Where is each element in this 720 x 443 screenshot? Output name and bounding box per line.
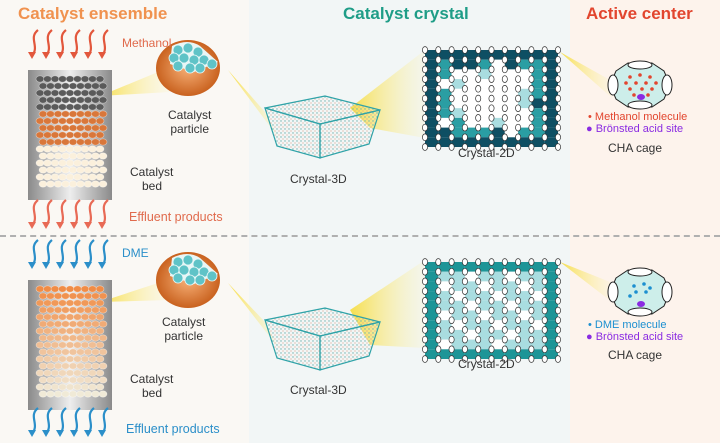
methanol-feed-arrow-head bbox=[84, 52, 92, 59]
catalyst-particle-crystals-2 bbox=[168, 254, 218, 286]
effluent-1-arrow-head bbox=[56, 222, 64, 229]
crystal-2d-label-1: Crystal-2D bbox=[458, 146, 515, 160]
zoom-beam-particle-to-cube-2 bbox=[228, 283, 280, 350]
effluent-2-arrow-head bbox=[28, 430, 36, 437]
effluent-1-arrow-head bbox=[84, 222, 92, 229]
effluent-products-label-2: Effluent products bbox=[126, 422, 220, 436]
effluent-2-arrow-head bbox=[84, 430, 92, 437]
crystal-2d-label-2: Crystal-2D bbox=[458, 357, 515, 371]
methanol-feed-arrow-head bbox=[28, 52, 36, 59]
methanol-feed-label: Methanol bbox=[122, 36, 172, 50]
methanol-feed-arrow-head bbox=[70, 52, 78, 59]
effluent-1-arrow-head bbox=[98, 222, 106, 229]
dme-feed-arrow-head bbox=[70, 262, 78, 269]
dme-feed-label: DME bbox=[122, 246, 149, 260]
zoom-beam-particle-to-cube-1 bbox=[228, 70, 280, 140]
catalyst-bed-pellets bbox=[35, 75, 108, 188]
effluent-2-arrow-head bbox=[56, 430, 64, 437]
zoom-beam-bed-to-particle-1 bbox=[100, 72, 170, 96]
acid-site-legend-1: ● Brönsted acid site bbox=[586, 123, 684, 135]
zoom-beam-bed-to-particle-2 bbox=[100, 283, 170, 302]
effluent-1-arrow-head bbox=[42, 222, 50, 229]
zoom-beam-grid-to-cage-2 bbox=[560, 262, 612, 302]
effluent-2-arrow-head bbox=[98, 430, 106, 437]
crystal-3d-cube-2 bbox=[264, 307, 381, 371]
effluent-2-arrow-head bbox=[70, 430, 78, 437]
effluent-products-label-1: Effluent products bbox=[129, 210, 223, 224]
crystal-3d-label-1: Crystal-3D bbox=[290, 172, 347, 186]
catalyst-crystal-title: Catalyst crystal bbox=[343, 4, 469, 23]
effluent-1-arrow-head bbox=[28, 222, 36, 229]
cha-cage-label-1: CHA cage bbox=[608, 141, 663, 155]
dme-feed-arrow-head bbox=[56, 262, 64, 269]
molecule-legend-2: • DME molecule bbox=[588, 319, 667, 331]
active-center-title: Active center bbox=[586, 4, 693, 23]
cha-cage-label-2: CHA cage bbox=[608, 348, 663, 362]
dme-feed-arrow-head bbox=[98, 262, 106, 269]
zoom-beam-grid-to-cage-1 bbox=[560, 52, 612, 98]
dme-feed-arrow-head bbox=[84, 262, 92, 269]
cha-cage-2 bbox=[607, 267, 673, 317]
dme-feed-arrow-head bbox=[42, 262, 50, 269]
catalyst-bed-pellets bbox=[35, 285, 108, 398]
methanol-feed-arrow-head bbox=[98, 52, 106, 59]
crystal-2d-grid-1 bbox=[422, 46, 561, 151]
dme-feed-arrow-head bbox=[28, 262, 36, 269]
molecule-legend-1: • Methanol molecule bbox=[588, 111, 688, 123]
row-divider bbox=[0, 235, 720, 237]
effluent-2-arrow-head bbox=[42, 430, 50, 437]
acid-site-legend-2: ● Brönsted acid site bbox=[586, 331, 684, 343]
catalyst-ensemble-title: Catalyst ensemble bbox=[18, 4, 168, 23]
cha-cage-1 bbox=[607, 60, 673, 110]
crystal-2d-grid-2 bbox=[422, 258, 561, 363]
methanol-feed-arrow-head bbox=[42, 52, 50, 59]
crystal-3d-label-2: Crystal-3D bbox=[290, 383, 347, 397]
catalyst-particle-crystals-1 bbox=[168, 42, 218, 74]
methanol-feed-arrow-head bbox=[56, 52, 64, 59]
effluent-1-arrow-head bbox=[70, 222, 78, 229]
crystal-3d-cube-1 bbox=[264, 95, 381, 159]
